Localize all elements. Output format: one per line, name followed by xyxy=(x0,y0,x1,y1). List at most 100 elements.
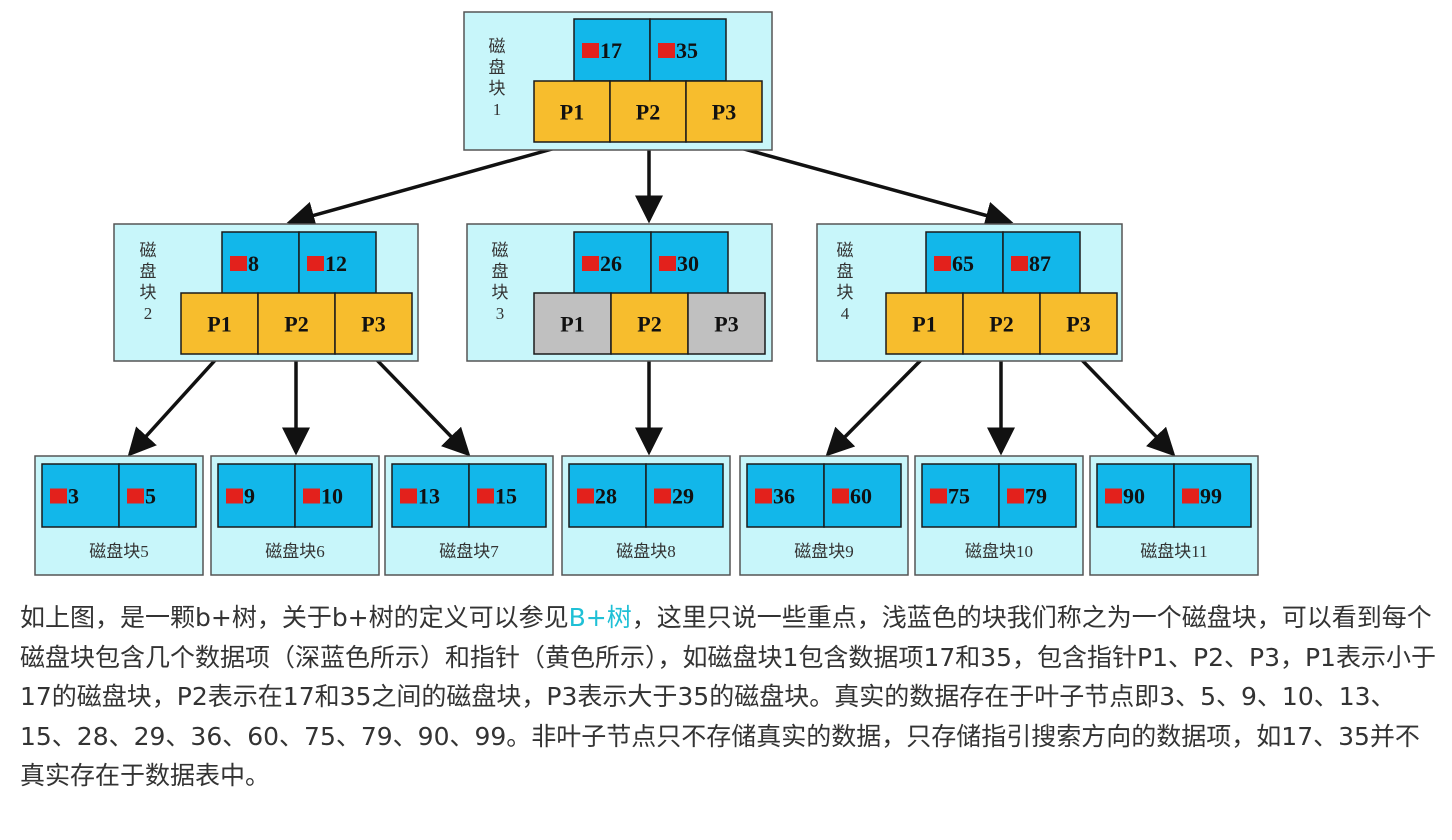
leaf10-key-1-marker xyxy=(930,488,947,504)
leaf7-key-2-value: 15 xyxy=(495,484,517,509)
disk-block-3-label-char: 盘 xyxy=(492,262,509,281)
block2-key-2-marker xyxy=(307,256,324,271)
disk-block-6: 9 10 磁盘块6 xyxy=(210,455,380,576)
leaf5-key-1-marker xyxy=(50,488,67,504)
disk-block-2-label-char: 盘 xyxy=(140,262,157,281)
root-pointer-1-label: P1 xyxy=(560,100,584,125)
block3-pointer-1-cell xyxy=(533,292,612,355)
block3-key-2-value: 30 xyxy=(677,251,699,276)
disk-block-1-label-char: 磁 xyxy=(489,37,506,56)
disk-block-9-label: 磁盘块9 xyxy=(794,542,854,561)
root-pointer-2-cell xyxy=(609,80,687,143)
disk-block-4-label-char: 磁 xyxy=(837,241,854,260)
root-pointer-3-label: P3 xyxy=(712,100,736,125)
leaf5-key-2-marker xyxy=(127,488,144,504)
disk-block-4-label-char: 块 xyxy=(837,283,854,302)
disk-block-6-label: 磁盘块6 xyxy=(265,542,325,561)
block4-pointer-3-label: P3 xyxy=(1066,312,1090,337)
leaf6-key-1-value: 9 xyxy=(244,484,255,509)
leaf11-key-1-value: 90 xyxy=(1123,484,1145,509)
block3-pointer-1-label: P1 xyxy=(560,312,584,337)
description-text-1: 如上图，是一颗b+树，关于b+树的定义可以参见 xyxy=(20,603,569,632)
root-key-1-value: 17 xyxy=(600,38,622,63)
disk-block-1-label-char: 块 xyxy=(489,79,506,98)
block4-key-1-value: 65 xyxy=(952,251,974,276)
block4-key-2-marker xyxy=(1011,256,1028,271)
pointer-arrow xyxy=(286,142,571,229)
leaf7-key-1-marker xyxy=(400,488,417,504)
block4-key-2-value: 87 xyxy=(1029,251,1051,276)
root-pointer-1-cell xyxy=(533,80,611,143)
block2-pointer-2-label: P2 xyxy=(284,312,308,337)
block2-key-1-value: 8 xyxy=(248,251,259,276)
leaf11-key-2-value: 99 xyxy=(1200,484,1222,509)
block2-pointer-1-label: P1 xyxy=(207,312,231,337)
block2-pointer-3-cell xyxy=(334,292,413,355)
leaf5-key-2-value: 5 xyxy=(145,484,156,509)
disk-block-2-label-char: 块 xyxy=(140,283,157,302)
description-paragraph: 如上图，是一颗b+树，关于b+树的定义可以参见B+树，这里只说一些重点，浅蓝色的… xyxy=(20,598,1440,796)
leaf10-key-2-value: 79 xyxy=(1025,484,1047,509)
leaf11-key-2-marker xyxy=(1182,488,1199,504)
leaf9-key-2-marker xyxy=(832,488,849,504)
disk-block-9: 36 60 磁盘块9 xyxy=(739,455,909,576)
disk-block-1-label-char: 盘 xyxy=(489,58,506,77)
disk-block-8-label: 磁盘块8 xyxy=(616,542,676,561)
disk-block-4-label-char: 4 xyxy=(841,304,850,323)
block3-key-2-marker xyxy=(659,256,676,271)
disk-block-3-label-char: 3 xyxy=(496,304,505,323)
block2-key-1-marker xyxy=(230,256,247,271)
b-plus-tree-link[interactable]: B+树 xyxy=(568,603,632,632)
disk-block-10: 75 79 磁盘块10 xyxy=(914,455,1084,576)
disk-block-1-label-char: 1 xyxy=(493,100,502,119)
leaf9-key-1-value: 36 xyxy=(773,484,795,509)
pointer-arrow xyxy=(1077,355,1176,457)
block3-pointer-2-cell xyxy=(610,292,689,355)
disk-block-2-label-char: 磁 xyxy=(140,241,157,260)
block2-pointer-1-cell xyxy=(180,292,259,355)
disk-block-2-label-char: 2 xyxy=(144,304,153,323)
block3-key-1-value: 26 xyxy=(600,251,622,276)
leaf10-key-1-value: 75 xyxy=(948,484,970,509)
root-key-2-value: 35 xyxy=(676,38,698,63)
disk-block-11: 90 99 磁盘块11 xyxy=(1089,455,1259,576)
leaf7-key-2-marker xyxy=(477,488,494,504)
leaf9-key-2-value: 60 xyxy=(850,484,872,509)
leaf8-key-1-marker xyxy=(577,488,594,504)
block4-pointer-3-cell xyxy=(1039,292,1118,355)
tree-edges xyxy=(127,142,1176,457)
root-key-1-marker xyxy=(582,43,599,58)
leaf8-key-1-value: 28 xyxy=(595,484,617,509)
leaf6-key-2-marker xyxy=(303,488,320,504)
disk-block-4-label-char: 盘 xyxy=(837,262,854,281)
leaf10-key-2-marker xyxy=(1007,488,1024,504)
disk-block-3-label-char: 块 xyxy=(492,283,509,302)
block4-key-1-marker xyxy=(934,256,951,271)
block3-key-1-marker xyxy=(582,256,599,271)
block2-pointer-3-label: P3 xyxy=(361,312,385,337)
block3-pointer-3-cell xyxy=(687,292,766,355)
leaf8-key-1-cell xyxy=(568,463,647,528)
disk-block-10-label: 磁盘块10 xyxy=(965,542,1033,561)
root-key-2-marker xyxy=(658,43,675,58)
leaf6-key-2-value: 10 xyxy=(321,484,343,509)
leaf8-key-2-marker xyxy=(654,488,671,504)
disk-block-11-label: 磁盘块11 xyxy=(1140,542,1207,561)
pointer-arrow xyxy=(725,142,1014,230)
root-pointer-2-label: P2 xyxy=(636,100,660,125)
block4-pointer-1-label: P1 xyxy=(912,312,936,337)
disk-block-5-label: 磁盘块5 xyxy=(89,542,149,561)
leaf11-key-1-marker xyxy=(1105,488,1122,504)
pointer-arrow xyxy=(825,355,926,457)
block3-pointer-3-label: P3 xyxy=(714,312,738,337)
block4-pointer-2-label: P2 xyxy=(989,312,1013,337)
leaf7-key-1-value: 13 xyxy=(418,484,440,509)
